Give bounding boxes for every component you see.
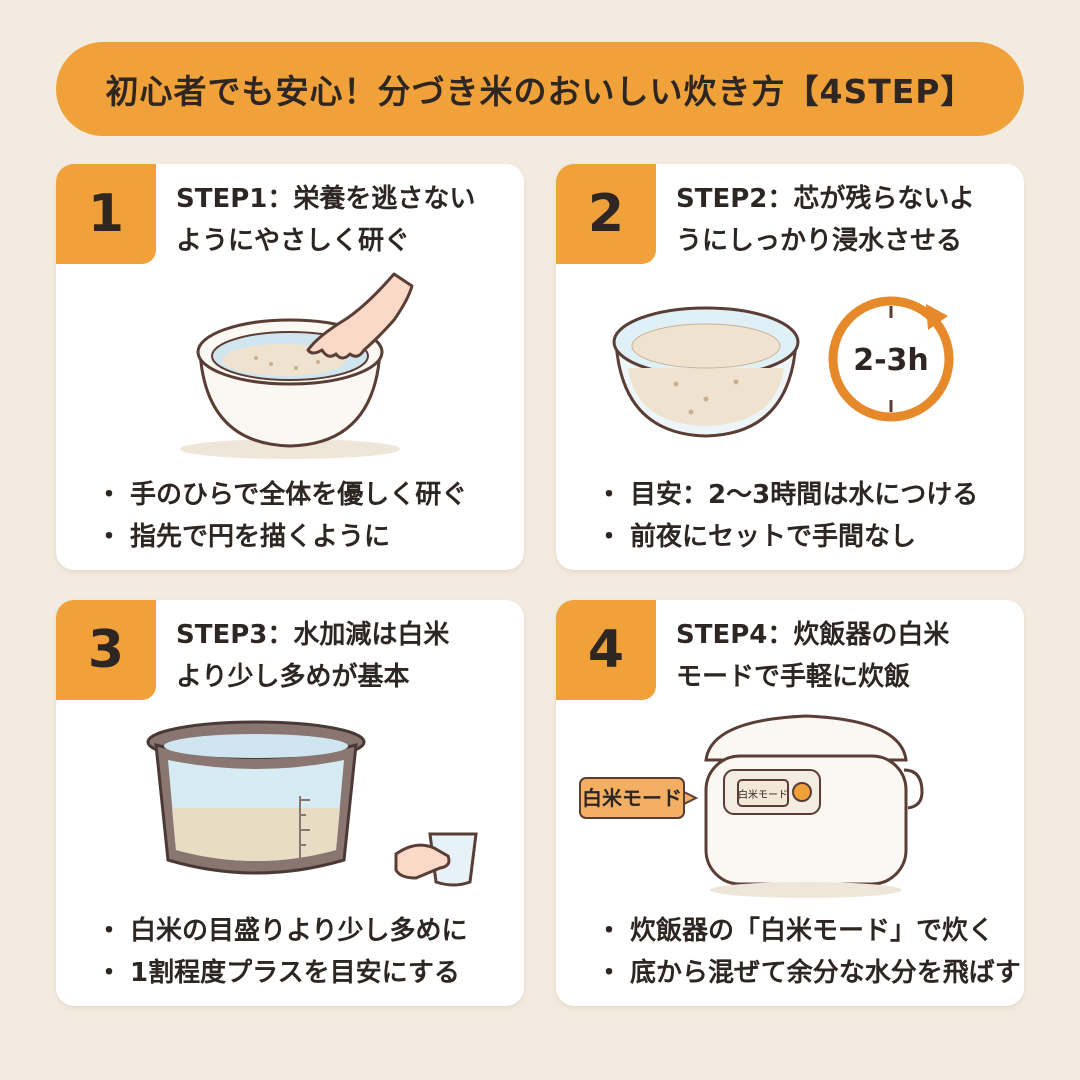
step-heading: STEP1：栄養を逃さない ようにやさしく研ぐ [176, 178, 516, 262]
step-bullets: ・炊飯器の「白米モード」で炊く ・底から混ぜて余分な水分を飛ばす [596, 910, 1021, 994]
step-number: 2 [587, 184, 625, 244]
soaking-rice-bowl-icon: 2-3h [612, 296, 954, 438]
bullet-item: ・手のひらで全体を優しく研ぐ [96, 480, 468, 510]
step-heading: STEP4：炊飯器の白米 モードで手軽に炊飯 [676, 614, 1016, 698]
bullet-item: ・1割程度プラスを目安にする [96, 958, 460, 988]
step-heading: STEP2：芯が残らないよ うにしっかり浸水させる [676, 178, 1016, 262]
step-bullets: ・手のひらで全体を優しく研ぐ ・指先で円を描くように [96, 474, 516, 558]
step-number-badge: 4 [556, 600, 656, 700]
rice-cooker-icon: 白米モード 白米モード [579, 714, 924, 898]
hand-washing-rice-bowl-icon [180, 272, 414, 459]
step-number: 1 [87, 184, 125, 244]
bullet-item: ・指先で円を描くように [96, 522, 391, 552]
bullet-item: ・白米の目盛りより少し多めに [96, 916, 468, 946]
bullet-item: ・目安：2〜3時間は水につける [596, 480, 979, 510]
step-card-4: 4 STEP4：炊飯器の白米 モードで手軽に炊飯 白米モード 白米モード ・炊飯… [556, 600, 1024, 1006]
mode-tag: 白米モード [582, 786, 682, 810]
step-number: 3 [87, 620, 125, 680]
inner-pot-icon [146, 720, 478, 887]
step-heading-line1: STEP1：栄養を逃さない [176, 184, 476, 214]
step-heading-line2: モードで手軽に炊飯 [676, 662, 911, 692]
step-heading-line2: より少し多めが基本 [176, 662, 410, 692]
step-number-badge: 3 [56, 600, 156, 700]
step-heading-line2: うにしっかり浸水させる [676, 226, 963, 256]
step-heading-line1: STEP2：芯が残らないよ [676, 184, 975, 214]
step-card-1: 1 STEP1：栄養を逃さない ようにやさしく研ぐ ・手のひらで全体を優しく研ぐ… [56, 164, 524, 570]
step-card-3: 3 STEP3：水加減は白米 より少し多めが基本 ・白米の目盛りより少し多めに … [56, 600, 524, 1006]
step-heading-line1: STEP4：炊飯器の白米 [676, 620, 950, 650]
step-bullets: ・白米の目盛りより少し多めに ・1割程度プラスを目安にする [96, 910, 516, 994]
step-heading: STEP3：水加減は白米 より少し多めが基本 [176, 614, 516, 698]
step-bullets: ・目安：2〜3時間は水につける ・前夜にセットで手間なし [596, 474, 1016, 558]
step-heading-line2: ようにやさしく研ぐ [176, 226, 411, 256]
step-number-badge: 2 [556, 164, 656, 264]
step-heading-line1: STEP3：水加減は白米 [176, 620, 450, 650]
bullet-item: ・前夜にセットで手間なし [596, 522, 917, 552]
step-number: 4 [587, 620, 625, 680]
step-number-badge: 1 [56, 164, 156, 264]
title-banner: 初心者でも安心！分づき米のおいしい炊き方【4STEP】 [56, 42, 1024, 136]
timer-label: 2-3h [853, 343, 929, 378]
step-card-2: 2 STEP2：芯が残らないよ うにしっかり浸水させる 2-3h ・目安：2〜3… [556, 164, 1024, 570]
bullet-item: ・底から混ぜて余分な水分を飛ばす [596, 958, 1021, 988]
page-title: 初心者でも安心！分づき米のおいしい炊き方【4STEP】 [105, 72, 975, 111]
cooker-display-label: 白米モード [738, 788, 788, 801]
bullet-item: ・炊飯器の「白米モード」で炊く [596, 916, 995, 946]
